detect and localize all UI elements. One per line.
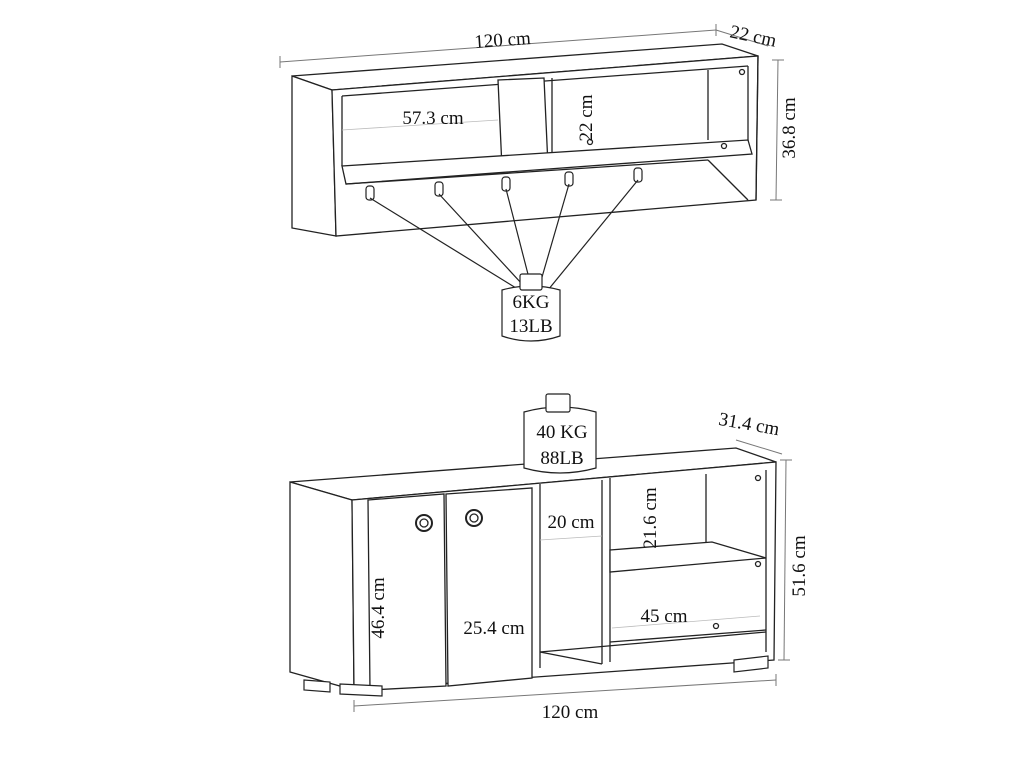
hook-5 (547, 167, 643, 291)
shelf-height-label-cabinet: 21.6 cm (640, 487, 661, 548)
cabinet-weight-jar (523, 393, 597, 474)
cabinet-legs (303, 655, 769, 697)
shelf-dimension-lines (279, 24, 784, 201)
hook-4 (539, 171, 574, 285)
shelf-load-kg: 6KG (513, 292, 550, 313)
cabinet-door-right (445, 487, 533, 687)
cabinet-door-left (367, 493, 447, 691)
cabinet-left-panel (289, 481, 355, 691)
hook-3 (501, 176, 531, 283)
shelf-middle-board (341, 139, 753, 185)
door-height-label: 46.4 cm (368, 577, 389, 638)
shelf-width-label: 120 cm (474, 28, 532, 53)
shelf-height-label: 36.8 cm (779, 97, 800, 158)
shelf-left-panel (291, 75, 337, 237)
cabinet-depth-label: 31.4 cm (717, 409, 781, 440)
hook-2 (434, 181, 523, 285)
wall-shelf (291, 43, 759, 237)
cabinet-middle-shelf (609, 541, 767, 573)
cabinet-height-label: 51.6 cm (789, 535, 810, 596)
cabinet-dimension-lines (353, 439, 792, 712)
cabinet-load-lb: 88LB (540, 448, 583, 469)
cabinet-doors (367, 487, 533, 691)
shelf-hooks (365, 167, 643, 291)
door-width-label: 25.4 cm (463, 618, 524, 639)
shelf-compartment-height-label: 22 cm (576, 94, 597, 141)
cabinet (289, 447, 777, 691)
shelf-depth-label: 22 cm (728, 21, 779, 51)
cabinet-load-kg: 40 KG (536, 422, 587, 443)
shelf-compartment-width-label: 57.3 cm (402, 108, 463, 129)
open-section-width-label: 20 cm (548, 512, 595, 533)
hook-1 (365, 185, 517, 289)
shelf-load-lb: 13LB (509, 316, 552, 337)
cabinet-width-label: 120 cm (542, 702, 599, 723)
shelf-weight-jar (501, 273, 561, 342)
shelf-width-label-cabinet: 45 cm (641, 606, 688, 627)
